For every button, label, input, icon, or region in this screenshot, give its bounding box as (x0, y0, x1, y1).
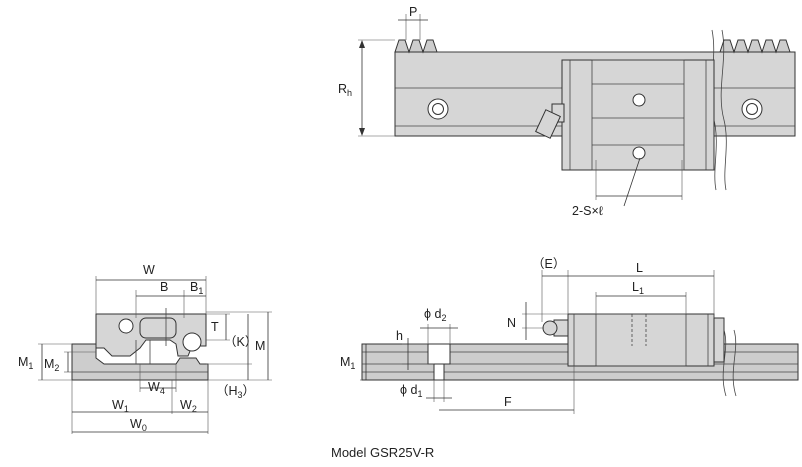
end-right-hole (182, 332, 202, 352)
label-M2: M2 (44, 357, 59, 373)
block-tapped-hole-lower (632, 146, 646, 160)
rail-counterbore (427, 343, 451, 365)
label-W4: W4 (148, 380, 165, 396)
label-M: M (255, 339, 265, 353)
grease-nipple-top (535, 103, 565, 139)
label-h: h (396, 329, 403, 343)
end-view: W B B1 T （K） M （H3） M1 M2 (18, 263, 272, 434)
top-view: Rh P 2-S×ℓ (338, 5, 796, 218)
end-bolt-hole (118, 318, 134, 334)
label-M1: M1 (18, 355, 33, 371)
label-L1: L1 (632, 280, 644, 296)
rail-end (71, 343, 209, 381)
rack-teeth-right (719, 39, 791, 54)
label-T: T (211, 320, 219, 334)
grease-nipple-side (542, 319, 569, 337)
label-B1: B1 (190, 280, 203, 296)
label-P: P (409, 5, 417, 19)
end-gear-hub (139, 317, 177, 339)
label-d1: ϕ d1 (400, 383, 422, 399)
side-view: （E） L L1 N ϕ d2 h M1 ϕ d1 (340, 257, 799, 414)
rail-hole-left (427, 98, 449, 120)
label-W: W (143, 263, 155, 277)
label-M1-side: M1 (340, 355, 355, 371)
label-H3: （H3） (216, 384, 255, 400)
caption: Model GSR25V-R (331, 445, 434, 460)
label-S: 2-S×ℓ (572, 204, 603, 218)
label-d2: ϕ d2 (424, 307, 446, 323)
label-W1: W1 (112, 398, 129, 414)
label-Rh: Rh (338, 82, 352, 98)
block-tapped-hole-upper (632, 93, 646, 107)
label-B: B (160, 280, 168, 294)
carriage-block-side (567, 313, 715, 367)
label-N: N (507, 316, 516, 330)
label-E: （E） (532, 257, 565, 271)
label-W2: W2 (180, 398, 197, 414)
rail-hole-right (741, 98, 763, 120)
label-L: L (636, 261, 643, 275)
rack-teeth-left (394, 39, 438, 54)
label-F: F (504, 395, 512, 409)
label-K: （K） (224, 335, 257, 349)
label-W0: W0 (130, 417, 147, 433)
